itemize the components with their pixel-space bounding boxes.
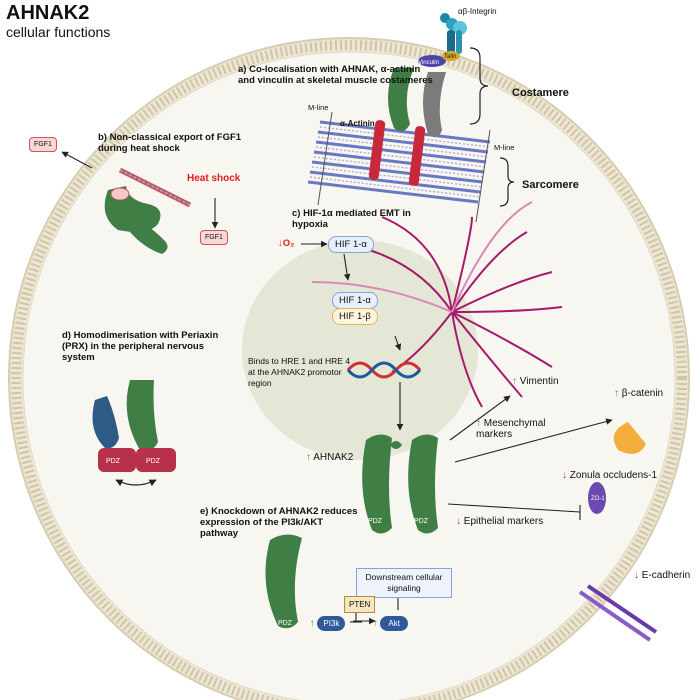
akt-box: Akt — [380, 616, 408, 631]
zo1-full-text: Zonula occludens-1 — [569, 470, 658, 481]
nucleus — [242, 240, 478, 460]
hre-binding-note: Binds to HRE 1 and HRE 4 at the AHNAK2 p… — [248, 356, 351, 388]
beta-catenin-shape — [613, 422, 646, 454]
vimentin-text: Vimentin — [519, 376, 559, 387]
vinculin-label: Vinculin — [418, 60, 439, 66]
zo1-full-label: ↓ Zonula occludens-1 — [562, 470, 658, 481]
beta-catenin-label: ↑ β-catenin — [614, 388, 664, 399]
pi3k-box: PI3k — [317, 616, 346, 631]
ahnak2-pdz-left: PDZ — [368, 518, 382, 525]
figure-title: AHNAK2 — [6, 2, 90, 24]
hif1b-box: HIF 1-β — [332, 308, 378, 325]
prx-ahnak2-heterodimer — [92, 380, 176, 487]
prx-pdz-right: PDZ — [146, 458, 160, 465]
alpha-actinin-label: α-Actinin — [340, 119, 375, 128]
mline-right-label: M-line — [494, 143, 515, 152]
section-e-label: e) Knockdown of AHNAK2 reduces expressio… — [200, 506, 358, 539]
section-a-label: a) Co-localisation with AHNAK, α-actinin… — [238, 64, 433, 86]
epithelial-text: Epithelial markers — [463, 516, 544, 527]
hif1a-box-top: HIF 1-α — [328, 236, 374, 253]
oxygen-text: O₂ — [282, 238, 295, 249]
zo1-short-label: ZO-1 — [591, 496, 605, 502]
mesenchymal-label: ↑ Mesenchymal markers — [476, 418, 546, 440]
fgf1-cytosolic-badge: FGF1 — [200, 230, 228, 245]
ecadherin-label: ↓ E-cadherin — [634, 570, 691, 581]
mline-left-label: M-line — [308, 103, 329, 112]
figure-subtitle: cellular functions — [6, 24, 111, 40]
mesenchymal-text: Mesenchymal markers — [476, 418, 546, 440]
ahnak2-text: AHNAK2 — [313, 452, 354, 463]
costamere-label: Costamere — [512, 87, 569, 99]
epithelial-label: ↓ Epithelial markers — [456, 516, 544, 527]
sarcomere-filaments — [307, 111, 491, 223]
e-cadherin-molecule — [578, 584, 658, 642]
akt-group: ↑ Akt — [373, 616, 408, 631]
dna-helix — [346, 361, 422, 379]
oxygen-label: ↓O₂ — [278, 238, 295, 249]
costamere-proteins — [388, 51, 460, 138]
knockdown-pdz: PDZ — [278, 620, 292, 627]
prx-pdz-left: PDZ — [106, 458, 120, 465]
ahnak2-pdz-right: PDZ — [414, 518, 428, 525]
costamere-bracket — [469, 47, 489, 125]
ahnak2-dimer — [362, 434, 438, 534]
integrin-receptor — [440, 13, 467, 58]
sarcomere-bracket — [499, 157, 515, 207]
ahnak2-up-label: ↑ AHNAK2 — [306, 452, 354, 463]
zo1-shape — [588, 482, 606, 514]
vimentin-label: ↑ Vimentin — [512, 376, 559, 387]
downstream-signaling-box: Downstream cellular signaling — [356, 568, 452, 598]
pten-box: PTEN — [344, 596, 376, 613]
heat-shock-label: Heat shock — [187, 173, 241, 184]
ahnak2-knockdown-protein — [265, 534, 302, 629]
integrin-label: αβ-Integrin — [458, 7, 497, 16]
talin-label: Talin — [444, 54, 457, 60]
pi3k-group: ↑ PI3k — [310, 616, 346, 631]
sarcomere-label: Sarcomere — [522, 179, 579, 191]
cell-membrane-dots — [11, 40, 687, 700]
section-d-label: d) Homodimerisation with Periaxin (PRX) … — [62, 330, 219, 363]
fgf1-export-complex — [104, 167, 192, 254]
section-c-label: c) HIF-1α mediated EMT in hypoxia — [292, 208, 411, 230]
section-b-label: b) Non-classical export of FGF1 during h… — [98, 132, 242, 154]
beta-catenin-text: β-catenin — [621, 388, 664, 399]
ecadherin-text: E-cadherin — [641, 570, 691, 581]
fgf1-exported-badge: FGF1 — [29, 137, 57, 152]
hif1a-box-nucleus: HIF 1-α — [332, 292, 378, 309]
